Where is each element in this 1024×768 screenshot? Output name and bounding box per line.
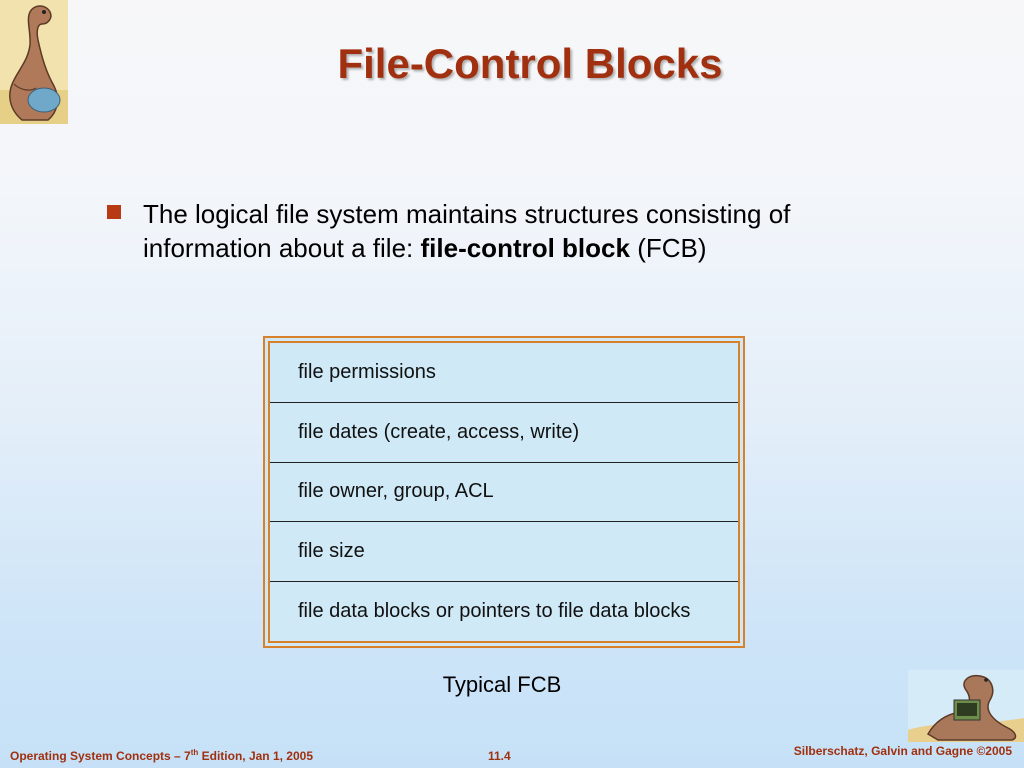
- bullet-marker-icon: [107, 205, 121, 219]
- footer-book-title: Operating System Concepts – 7th Edition,…: [10, 748, 313, 763]
- bullet-text-bold: file-control block: [420, 233, 630, 263]
- bullet-text: The logical file system maintains struct…: [143, 197, 903, 265]
- fcb-row: file data blocks or pointers to file dat…: [270, 581, 738, 641]
- figure-caption: Typical FCB: [442, 672, 562, 697]
- footer-book-title-date: Edition, Jan 1, 2005: [198, 749, 314, 763]
- dinosaur-computer-logo-icon: [908, 670, 1024, 742]
- dinosaur-logo-icon: [0, 0, 68, 124]
- fcb-row: file dates (create, access, write): [270, 401, 738, 462]
- footer-book-title-sup: th: [190, 748, 199, 757]
- footer-book-title-text: Operating System Concepts – 7: [10, 749, 191, 763]
- bullet-text-tail: (FCB): [629, 233, 707, 263]
- fcb-table: file permissions file dates (create, acc…: [268, 341, 740, 643]
- footer-page-number: 11.4: [488, 749, 511, 763]
- footer-authors: Silberschatz, Galvin and Gagne ©2005: [793, 744, 1012, 758]
- bullet-text-main: The logical file system maintains struct…: [143, 199, 791, 263]
- fcb-row: file owner, group, ACL: [270, 461, 738, 522]
- slide-title: File-Control Blocks: [337, 40, 723, 87]
- fcb-diagram: file permissions file dates (create, acc…: [263, 336, 745, 648]
- fcb-row: file size: [270, 521, 738, 582]
- fcb-row: file permissions: [270, 343, 738, 402]
